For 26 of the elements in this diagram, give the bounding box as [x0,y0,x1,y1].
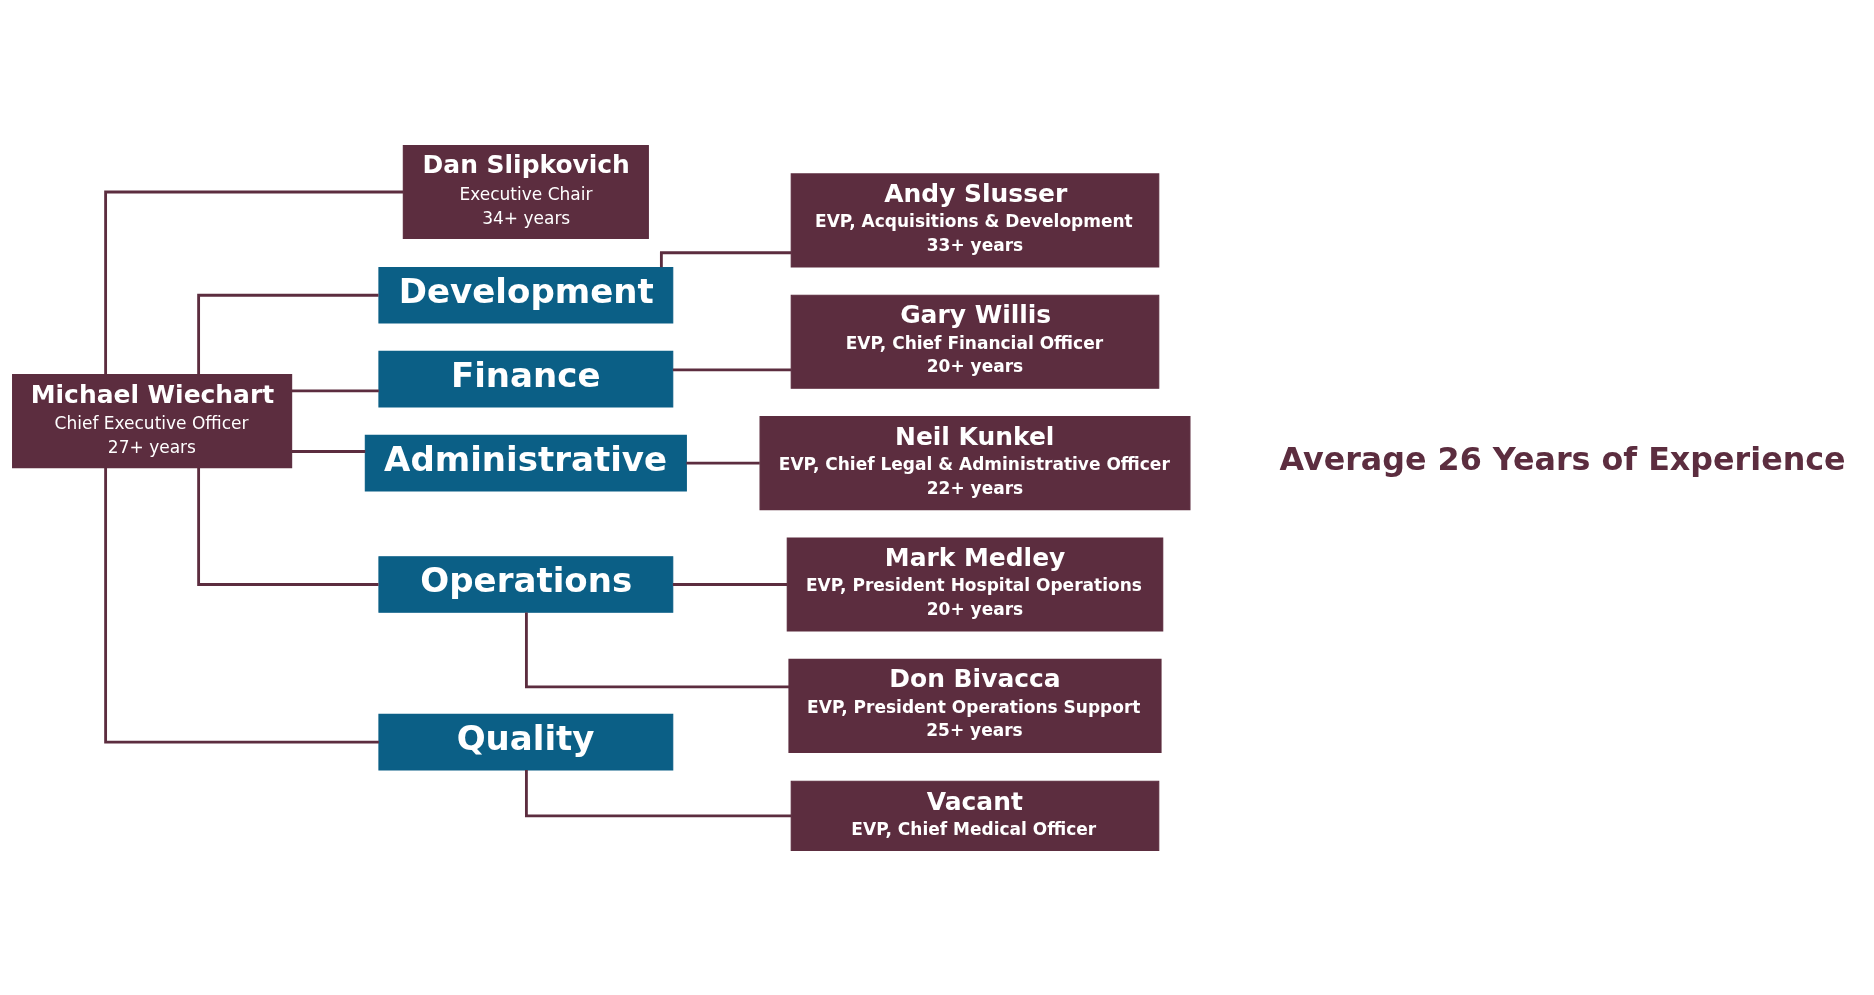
node-box: Gary Willis EVP, Chief Financial Officer 20+ years [790,294,1160,389]
node-box: Neil Kunkel EVP, Chief Legal & Administrative Officer 22+ years [759,415,1191,510]
connector [197,293,379,375]
connector [525,611,789,688]
connector [104,467,379,744]
connector [686,461,760,465]
connector [672,367,792,371]
node-box: Vacant EVP, Chief Medical Officer [790,780,1160,851]
node-box: Andy Slusser EVP, Acquisitions & Development 33+ years [790,172,1160,267]
connector [525,769,792,817]
node-box: Quality [378,713,674,770]
connector [672,582,788,586]
node-box: Don Bivacca EVP, President Operations Support 25+ years [788,658,1162,753]
node-box: Operations [378,555,674,613]
label: Average 26 Years of Experience [1279,440,1846,477]
node-box: Dan Slipkovich Executive Chair 34+ years [402,144,649,239]
connector [197,467,379,586]
node-box: Development [378,266,674,324]
connector [291,388,379,392]
connector [291,449,366,453]
node-box: Administrative [364,434,687,491]
node-box: Mark Medley EVP, President Hospital Operations 20+ years [786,536,1164,632]
connector [104,190,404,374]
connector [659,250,792,267]
node-box: Michael Wiechart Chief Executive Officer 27+ years [12,373,293,468]
node-box: Finance [378,350,674,408]
